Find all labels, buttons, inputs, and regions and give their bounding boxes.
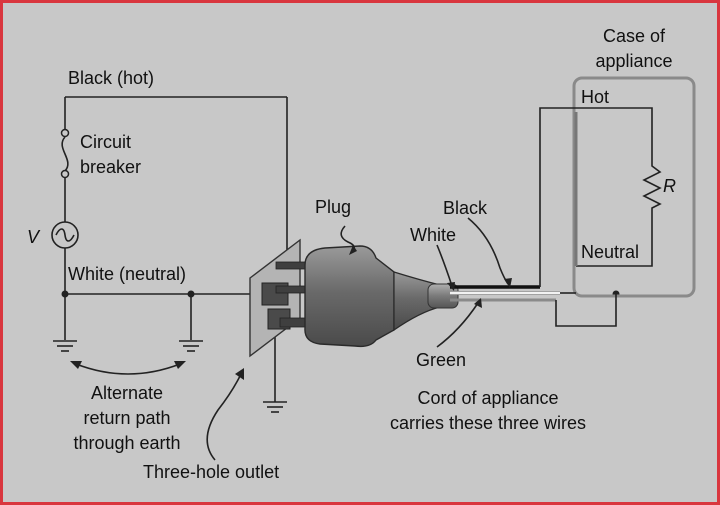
- ground-symbol-left: [53, 340, 77, 352]
- label-black: Black: [443, 198, 488, 218]
- appliance-cord: [427, 283, 560, 309]
- circuit-breaker-symbol: [60, 128, 70, 179]
- label-plug: Plug: [315, 197, 351, 217]
- label-appliance: appliance: [595, 51, 672, 71]
- label-white: White: [410, 225, 456, 245]
- label-breaker: breaker: [80, 157, 141, 177]
- alternate-return-arrow: [70, 361, 186, 375]
- appliance-wiring: [539, 107, 662, 327]
- ground-symbol-outlet: [263, 330, 287, 413]
- label-cord-line1: Cord of appliance: [417, 388, 558, 408]
- junction-dot: [187, 290, 195, 298]
- label-through-earth: through earth: [73, 433, 180, 453]
- label-return-path: return path: [83, 408, 170, 428]
- label-hot: Hot: [581, 87, 609, 107]
- label-cord-line2: carries these three wires: [390, 413, 586, 433]
- junction-dot: [61, 290, 69, 298]
- ground-symbol-middle: [179, 340, 203, 352]
- appliance-case: [572, 76, 696, 298]
- label-circuit: Circuit: [80, 132, 131, 152]
- label-case-of: Case of: [603, 26, 666, 46]
- label-white-neutral: White (neutral): [68, 264, 186, 284]
- label-black-hot: Black (hot): [68, 68, 154, 88]
- ac-source-symbol: [51, 221, 79, 249]
- plug: [275, 245, 441, 348]
- label-voltage-v: V: [27, 227, 41, 247]
- label-green: Green: [416, 350, 466, 370]
- leader-lines: [206, 217, 512, 461]
- label-three-hole-outlet: Three-hole outlet: [143, 462, 279, 482]
- label-neutral: Neutral: [581, 242, 639, 262]
- labels: Case of appliance Black (hot) Circuit br…: [27, 26, 676, 482]
- label-alternate: Alternate: [91, 383, 163, 403]
- label-resistor-r: R: [663, 176, 676, 196]
